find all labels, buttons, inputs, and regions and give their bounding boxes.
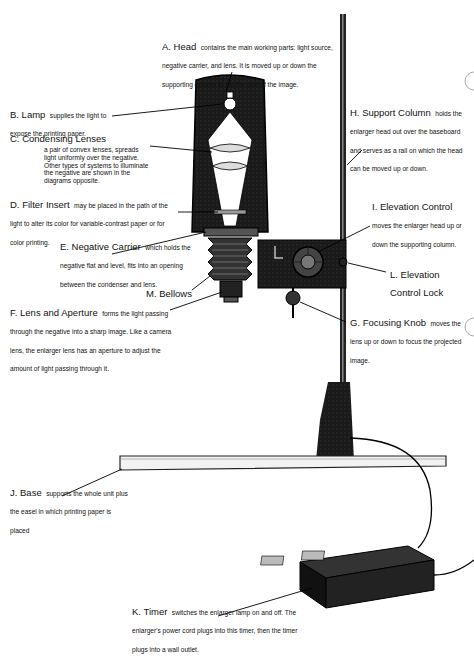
filter-insert [214,210,246,214]
part-description: a pair of convex lenses, spreads light u… [10,146,150,184]
part-name: G. Focusing Knob [350,317,426,328]
punch-hole [465,318,474,336]
part-label: K. Timer switches the enlarger lamp on a… [132,601,302,656]
part-label: F. Lens and Aperture forms the light pas… [10,302,172,376]
part-label: A. Head contains the main working parts:… [162,36,340,91]
part-name: J. Base [10,487,42,498]
bellows [208,238,252,280]
part-name: I. Elevation Control [372,201,452,212]
leader-line [62,72,386,616]
focusing-knob [286,291,300,305]
part-label: G. Focusing Knob moves the lens up or do… [350,312,468,367]
part-label: C. Condensing Lenses a pair of convex len… [10,128,150,184]
part-label: H. Support Column holds the enlarger hea… [350,102,468,176]
part-name: C. Condensing Lenses [10,133,106,144]
part-name: L. Elevation Control Lock [390,269,443,298]
power-cord [434,560,474,575]
part-name: F. Lens and Aperture [10,307,98,318]
power-cord [350,438,432,548]
elevation-lock [339,258,347,266]
punch-hole [465,72,474,90]
negative-carrier [204,228,258,236]
head-housing [192,75,268,232]
part-name: H. Support Column [350,107,431,118]
light-cone [208,112,252,226]
column-highlight [342,14,344,386]
column-foot [316,382,354,460]
part-description: forms the light passing through the nega… [10,310,171,372]
condenser-lens [210,144,250,152]
part-description: holds the enlarger head out over the bas… [350,110,463,172]
part-description: moves the enlarger head up or down the s… [372,222,462,247]
part-name: B. Lamp [10,109,45,120]
support-column [340,14,346,386]
part-label: L. Elevation Control Lock [390,264,470,301]
part-label: M. Bellows [146,283,206,301]
part-name: D. Filter Insert [10,199,70,210]
part-name: M. Bellows [146,288,192,299]
lamp-bulb [224,98,236,110]
part-label: I. Elevation Control moves the enlarger … [372,196,470,251]
part-name: E. Negative Carrier [60,241,141,252]
part-name: K. Timer [132,606,167,617]
condenser-lens [212,162,248,170]
part-name: A. Head [162,41,196,52]
lens [220,281,242,297]
carriage [258,240,346,288]
part-label: E. Negative Carrier which holds the nega… [60,236,200,291]
baseboard [120,456,446,470]
part-label: J. Base supports the whole unit plus the… [10,482,130,537]
part-label: D. Filter Insert may be placed in the pa… [10,194,178,249]
